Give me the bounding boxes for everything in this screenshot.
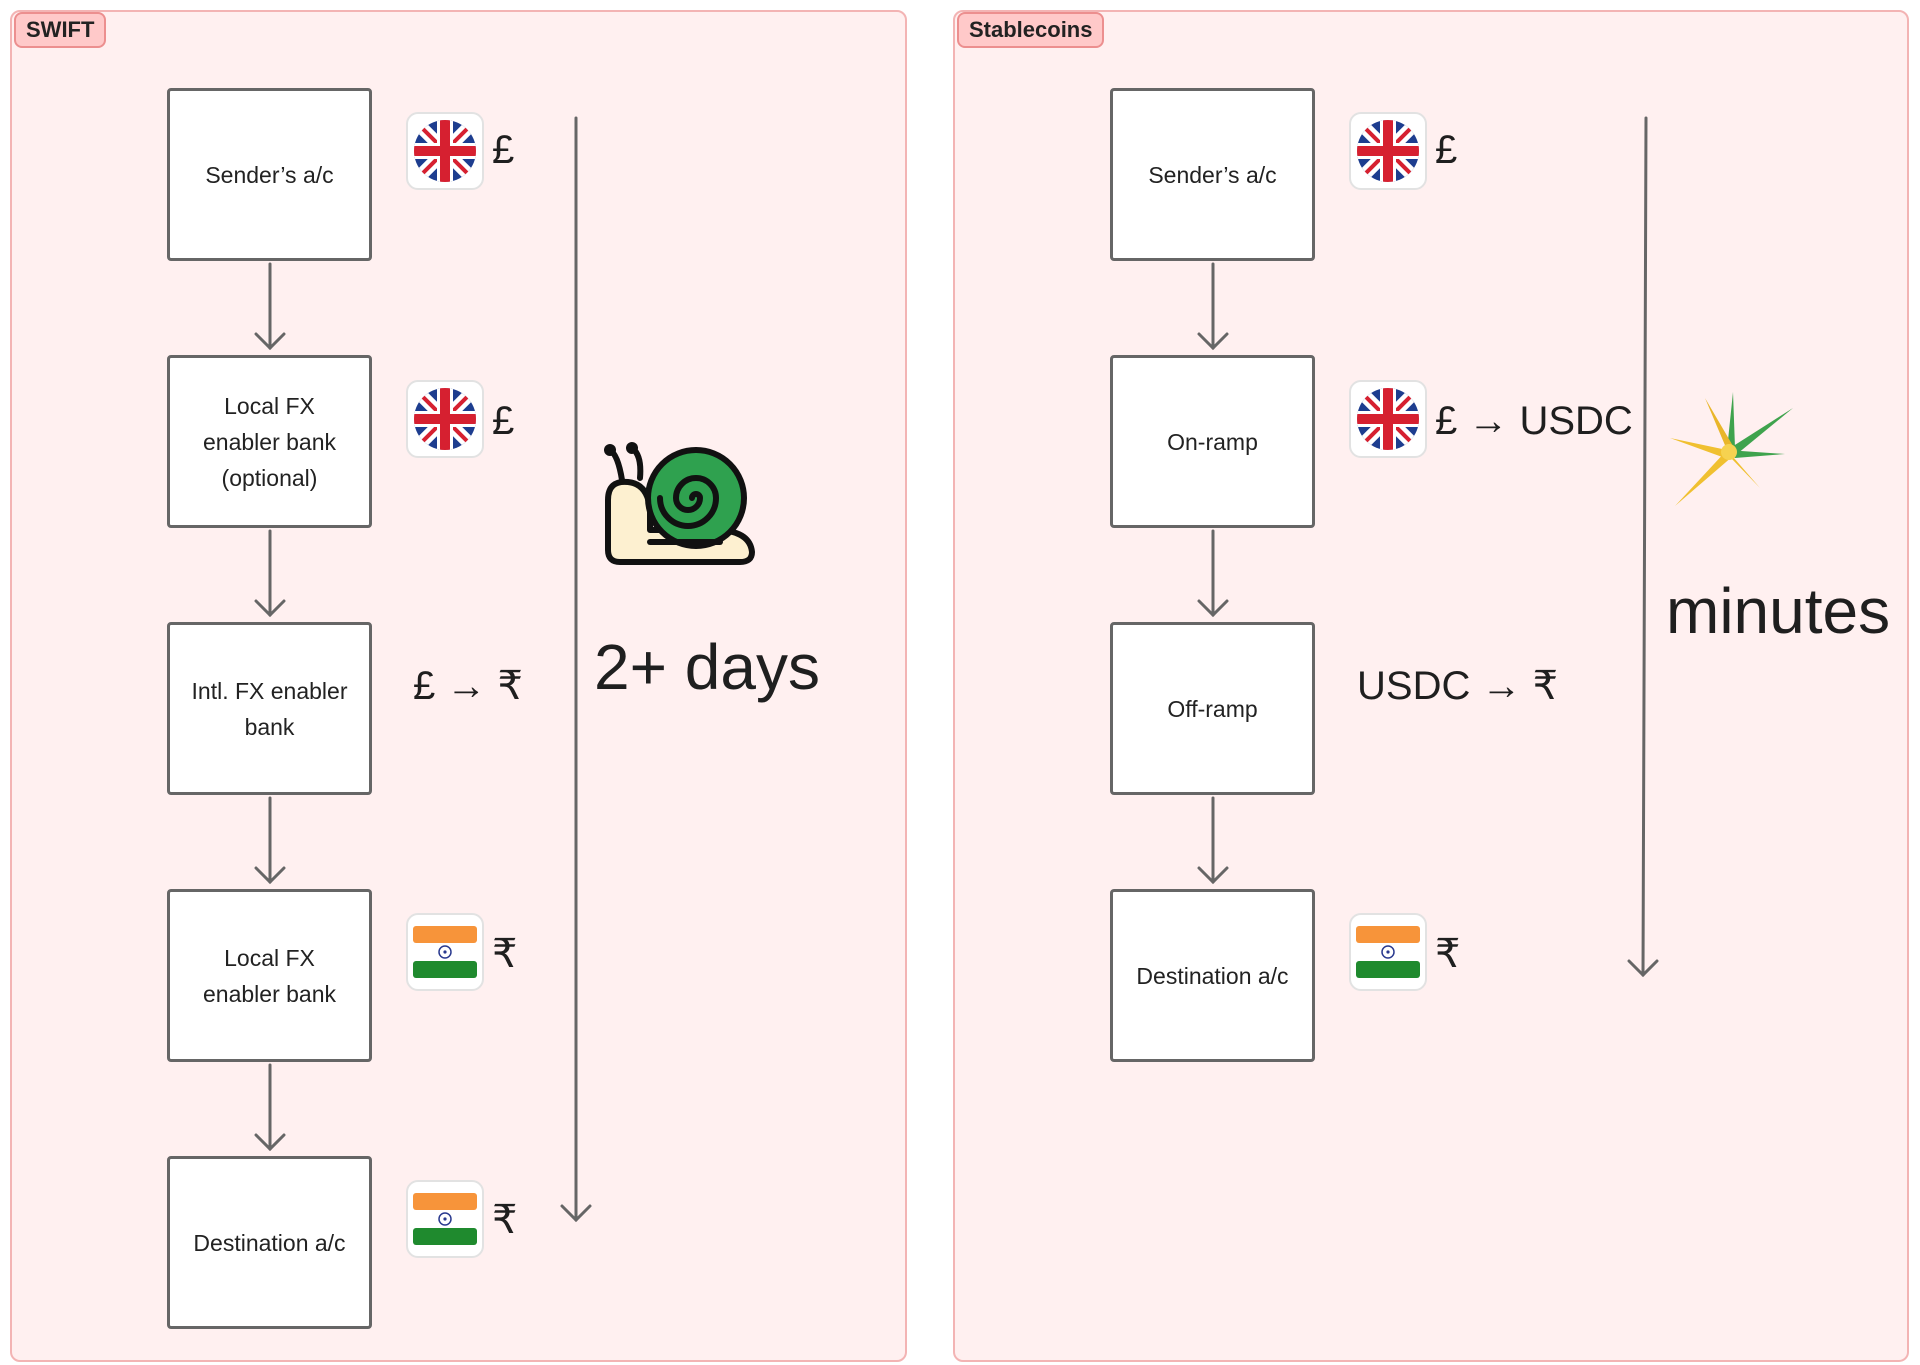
swift-step-intl-fx-bank: Intl. FX enabler bank [167,622,372,795]
uk-flag-icon [1349,112,1427,190]
spark-icon [1665,388,1795,513]
swift-step-senders-account: Sender’s a/c [167,88,372,261]
india-flag-icon [406,913,484,991]
stablecoins-duration-label: minutes [1666,575,1891,647]
stablecoins-currency-off-ramp: USDC → ₹ [1357,664,1559,708]
india-flag-icon [1349,913,1427,991]
stablecoins-step-on-ramp: On-ramp [1110,355,1315,528]
swift-currency-destination: ₹ [492,1198,518,1242]
swift-step-local-fx-bank: Local FX enabler bank [167,889,372,1062]
uk-flag-icon [1349,380,1427,458]
india-flag-icon [406,1180,484,1258]
swift-currency-local-fx-optional: £ [492,399,515,443]
stablecoins-currency-on-ramp: £ → USDC [1435,399,1633,443]
swift-duration-label: 2+ days [594,631,820,703]
uk-flag-icon [406,112,484,190]
stablecoins-currency-senders: £ [1435,128,1458,172]
uk-flag-icon [406,380,484,458]
stablecoins-step-senders-account: Sender’s a/c [1110,88,1315,261]
snail-icon [600,440,760,570]
swift-step-local-fx-bank-optional: Local FX enabler bank (optional) [167,355,372,528]
swift-currency-intl-fx: £ → ₹ [413,664,523,708]
swift-step-destination-account: Destination a/c [167,1156,372,1329]
swift-panel [10,10,907,1362]
stablecoins-currency-destination: ₹ [1435,932,1461,976]
swift-currency-senders: £ [492,128,515,172]
stablecoins-panel-label: Stablecoins [957,12,1105,48]
swift-currency-local-fx: ₹ [492,932,518,976]
stablecoins-step-destination-account: Destination a/c [1110,889,1315,1062]
swift-panel-label: SWIFT [14,12,107,48]
stablecoins-step-off-ramp: Off-ramp [1110,622,1315,795]
